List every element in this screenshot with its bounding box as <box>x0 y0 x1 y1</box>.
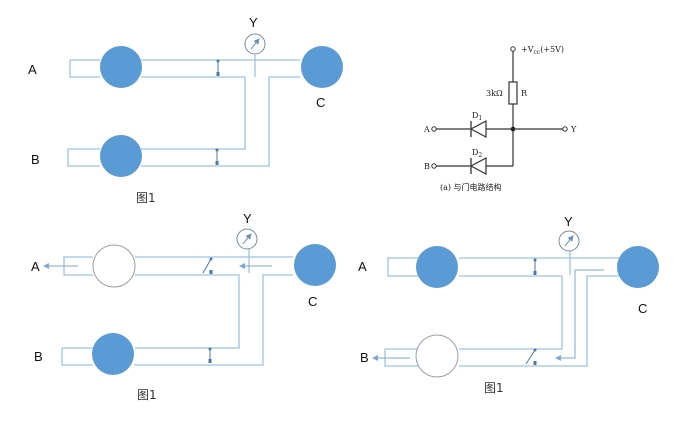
label-y: Y <box>249 15 258 30</box>
label-a: A <box>358 259 367 274</box>
schematic-caption: (a) 与门电路结构 <box>440 182 502 192</box>
pressure-gauge-y <box>558 230 580 252</box>
valve-b-closed <box>215 148 219 165</box>
valve-b-closed <box>208 347 212 363</box>
input-a-terminal <box>431 126 437 132</box>
input-a-label: A <box>423 125 430 134</box>
valve-a-open <box>202 257 213 274</box>
node-c-filled <box>617 246 659 288</box>
pipe-a-to-b <box>459 275 563 350</box>
vcc-terminal <box>510 46 516 52</box>
resistor-value: 3kΩ <box>486 89 503 98</box>
caption: 图1 <box>484 381 504 395</box>
output-y-label: Y <box>570 125 577 134</box>
diode-d1 <box>469 120 487 138</box>
label-y: Y <box>564 214 573 229</box>
pipe-a-to-b <box>141 76 246 150</box>
and-gate-schematic: +Vcc(+5V) 3kΩ R A D1 Y B D2 (a) 与门电 <box>423 45 577 192</box>
label-a: A <box>28 62 37 77</box>
label-y: Y <box>243 211 252 226</box>
flow-arrow-c-to-b <box>555 269 604 361</box>
node-a-filled <box>416 246 458 288</box>
label-c: C <box>316 95 325 110</box>
label-a: A <box>31 259 40 274</box>
label-c: C <box>308 294 317 309</box>
panel-1: A B C Y 图1 <box>28 15 343 205</box>
caption: 图1 <box>136 191 156 205</box>
panel-2: A B C Y 图1 <box>31 211 336 402</box>
valve-a-closed <box>216 59 220 76</box>
pipe-a-stub <box>387 257 418 277</box>
panel-3: A B C Y 图1 <box>358 214 659 395</box>
pressure-gauge-y <box>244 33 266 55</box>
diode-d2-label: D2 <box>472 148 482 159</box>
label-c: C <box>638 301 647 316</box>
caption: 图1 <box>137 388 157 402</box>
pipe-b-stub <box>61 347 93 366</box>
label-b: B <box>34 349 43 364</box>
node-a-empty <box>92 244 136 288</box>
node-c-filled <box>294 244 336 286</box>
pipe-a-stub <box>69 59 100 78</box>
pipe-b-to-c <box>141 76 300 167</box>
pipe-b-to-c <box>459 275 619 367</box>
label-b: B <box>360 350 369 365</box>
resistor-name: R <box>521 89 528 98</box>
resistor <box>508 81 518 105</box>
node-a-filled <box>100 46 142 88</box>
pipe-a-to-b <box>135 274 240 349</box>
pressure-gauge-y <box>236 228 258 250</box>
input-b-terminal <box>431 163 437 169</box>
diode-d1-label: D1 <box>472 111 482 122</box>
pipe-b-to-c <box>134 274 293 366</box>
diode-d2 <box>469 157 487 175</box>
node-c-filled <box>301 46 343 88</box>
valve-a-closed <box>533 258 537 275</box>
node-b-filled <box>100 135 142 177</box>
vcc-label: +Vcc(+5V) <box>521 45 564 56</box>
output-y-terminal <box>562 126 568 132</box>
node-b-empty <box>415 334 459 378</box>
pipe-b-stub <box>67 148 100 167</box>
valve-b-open <box>525 348 537 365</box>
node-b-filled <box>92 333 134 375</box>
input-b-label: B <box>424 162 430 171</box>
label-b: B <box>31 152 40 167</box>
